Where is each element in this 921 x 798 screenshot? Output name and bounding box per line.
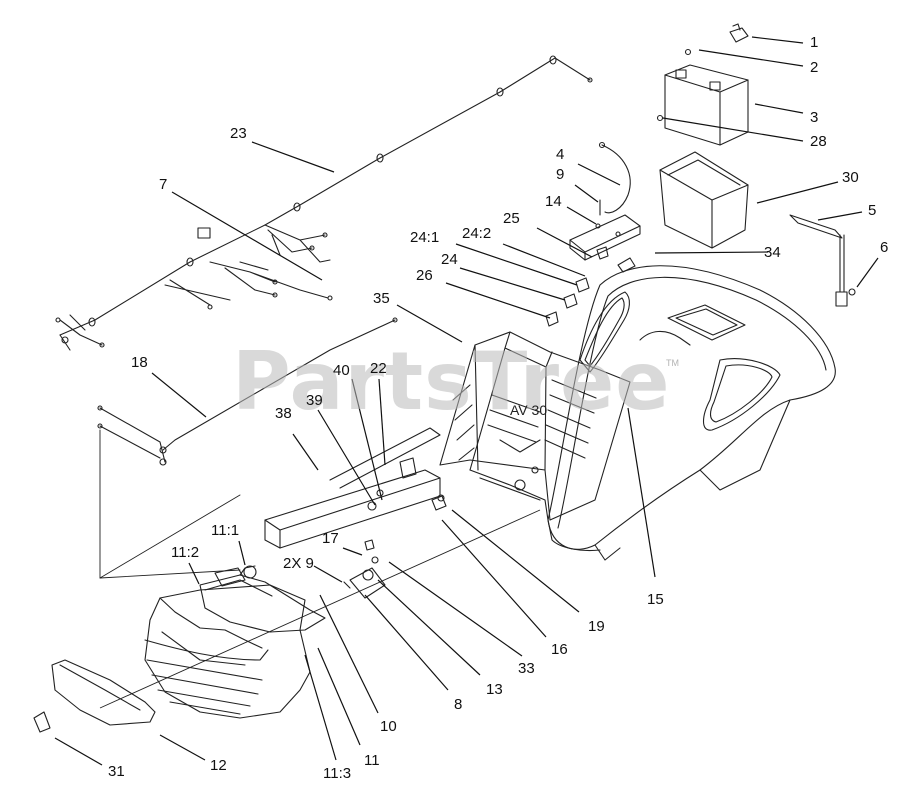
callout-38: 38 bbox=[275, 405, 292, 422]
callout-19: 19 bbox=[588, 618, 605, 635]
headlight-wire bbox=[98, 318, 397, 465]
callout-1: 1 bbox=[810, 34, 819, 51]
battery-tray bbox=[660, 152, 748, 248]
starter-solenoid bbox=[344, 540, 385, 598]
wire-harness bbox=[56, 56, 592, 350]
callout-35: 35 bbox=[373, 290, 390, 307]
callout-33: 33 bbox=[518, 660, 535, 677]
battery-terminal-cover bbox=[730, 24, 748, 42]
callout-26: 26 bbox=[416, 267, 433, 284]
headlight-lens bbox=[215, 566, 256, 586]
ignition-parts bbox=[432, 495, 446, 510]
watermark: PartsTree bbox=[232, 335, 671, 428]
hood-grille-top bbox=[200, 566, 325, 632]
callout-2: 2 bbox=[810, 59, 819, 76]
left-fender-slot bbox=[580, 292, 629, 372]
callout-30: 30 bbox=[842, 169, 859, 186]
battery-hold-down-strap bbox=[790, 215, 855, 306]
fender-body bbox=[548, 266, 835, 560]
battery-cable bbox=[600, 143, 631, 213]
part-22 bbox=[400, 458, 416, 478]
callout-2x9: 2X 9 bbox=[283, 555, 314, 572]
hood bbox=[145, 585, 310, 718]
solenoid-bracket bbox=[570, 215, 640, 260]
frame-pan bbox=[440, 332, 630, 520]
emblem bbox=[34, 712, 50, 732]
right-fender-slot bbox=[704, 359, 781, 430]
callout-5: 5 bbox=[868, 202, 877, 219]
callout-25: 25 bbox=[503, 210, 520, 227]
callout-15: 15 bbox=[647, 591, 664, 608]
callout-10: 10 bbox=[380, 718, 397, 735]
callout-6: 6 bbox=[880, 239, 889, 256]
callout-17: 17 bbox=[322, 530, 339, 547]
seat-mount-cutout bbox=[668, 305, 745, 340]
callout-39: 39 bbox=[306, 392, 323, 409]
hood-trim bbox=[34, 660, 155, 732]
reference-line bbox=[100, 510, 540, 708]
callout-22: 22 bbox=[370, 360, 387, 377]
callout-16: 16 bbox=[551, 641, 568, 658]
callout-12: 12 bbox=[210, 757, 227, 774]
watermark-trademark: TM bbox=[666, 358, 679, 368]
callout-8: 8 bbox=[454, 696, 463, 713]
callout-23: 23 bbox=[230, 125, 247, 142]
callout-11-2: 11:2 bbox=[171, 544, 200, 561]
leader-lines bbox=[55, 37, 878, 765]
callout-11: 11 bbox=[364, 752, 380, 769]
battery bbox=[658, 50, 749, 146]
callout-28: 28 bbox=[810, 133, 827, 150]
callout-11-1: 11:1 bbox=[211, 522, 240, 539]
callout-34: 34 bbox=[764, 244, 781, 261]
callout-31: 31 bbox=[108, 763, 125, 780]
callout-24-1: 24:1 bbox=[410, 229, 440, 246]
hood-guide-outline bbox=[100, 430, 240, 578]
callout-18: 18 bbox=[131, 354, 148, 371]
callout-11-3: 11:3 bbox=[323, 765, 352, 782]
connector-parts bbox=[546, 247, 635, 326]
callout-7: 7 bbox=[159, 176, 168, 193]
callout-3: 3 bbox=[810, 109, 819, 126]
callout-24-2: 24:2 bbox=[462, 225, 492, 242]
callout-14: 14 bbox=[545, 193, 562, 210]
callout-4: 4 bbox=[556, 146, 565, 163]
callout-13: 13 bbox=[486, 681, 503, 698]
frame-stamp-text: AV 30 bbox=[510, 402, 548, 418]
callout-40: 40 bbox=[333, 362, 350, 379]
callout-24: 24 bbox=[441, 251, 458, 268]
hood-pivot-bracket bbox=[265, 428, 440, 548]
callout-9: 9 bbox=[556, 166, 565, 183]
